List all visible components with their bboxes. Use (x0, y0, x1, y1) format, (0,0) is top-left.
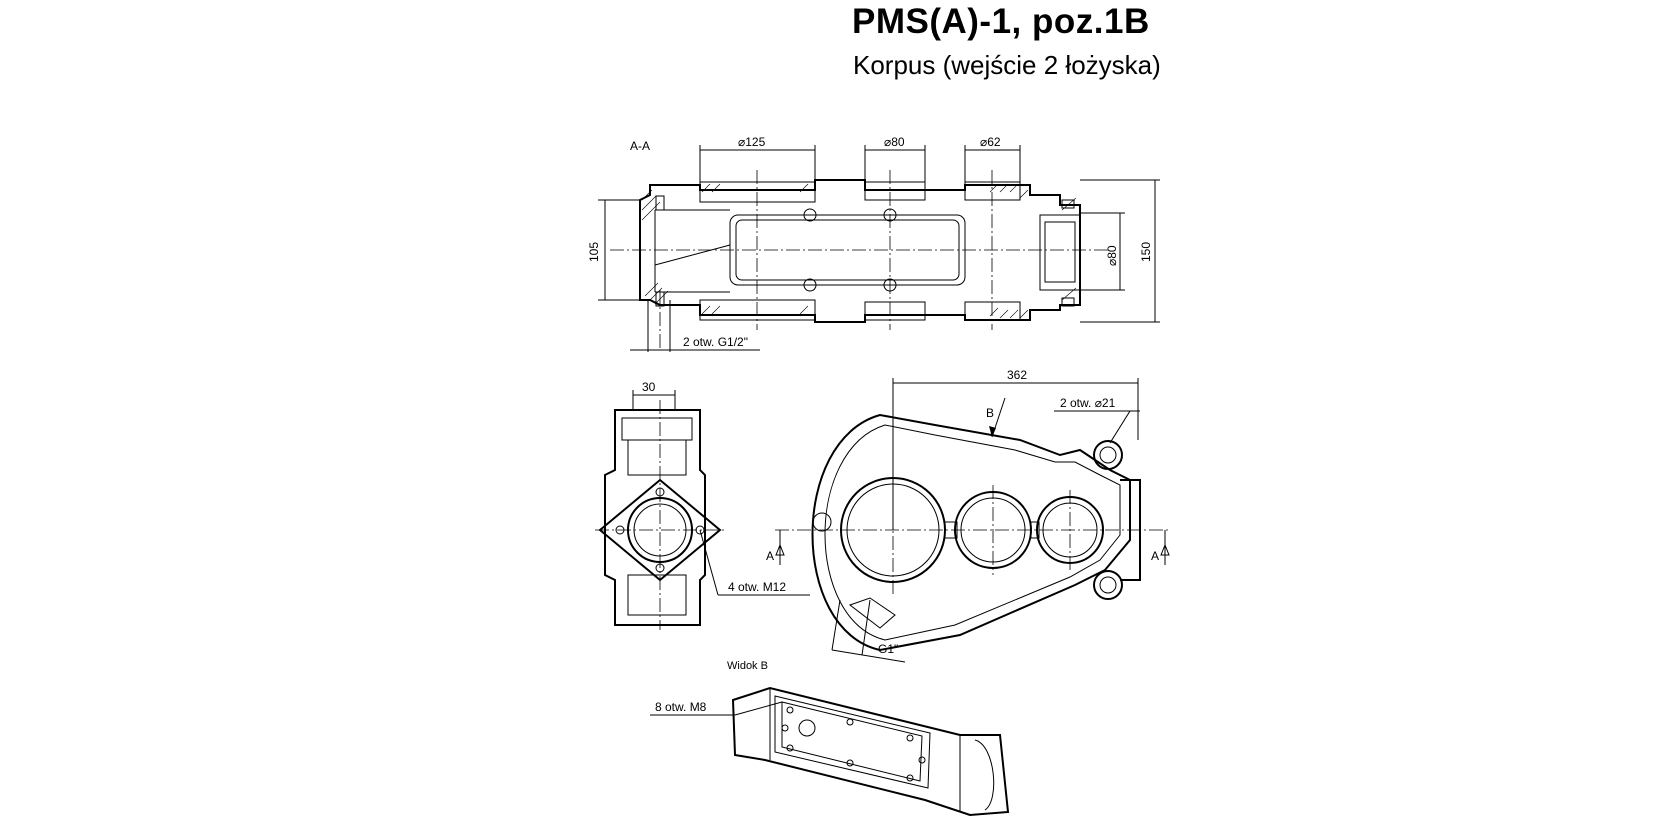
marker-a-right: A (1151, 549, 1159, 563)
marker-a-left: A (766, 549, 774, 563)
note-holes-d21: 2 otw. ⌀21 (1060, 396, 1116, 410)
drawing-title: PMS(A)-1, poz.1B (852, 2, 1150, 41)
note-holes-m12: 4 otw. M12 (728, 580, 786, 594)
dim-105: 105 (587, 242, 601, 262)
section-a-a-view: A-A (587, 135, 1160, 352)
end-view: 30 4 otw. M12 (595, 380, 810, 630)
marker-b: B (986, 406, 994, 420)
section-label: A-A (630, 139, 650, 153)
note-holes-g12: 2 otw. G1/2" (683, 335, 748, 349)
dim-362: 362 (1007, 368, 1027, 382)
dim-d62: ⌀62 (980, 135, 1001, 149)
front-view: 362 A A B (766, 368, 1170, 663)
view-b-label: Widok B (727, 660, 768, 672)
dim-d80-side: ⌀80 (1105, 245, 1119, 266)
dim-d125: ⌀125 (738, 135, 766, 149)
view-b: Widok B 8 otw. M8 (650, 660, 1010, 817)
dim-30: 30 (642, 380, 656, 394)
note-g1: G1" (878, 642, 898, 656)
note-holes-m8: 8 otw. M8 (655, 700, 707, 714)
dim-150: 150 (1139, 242, 1153, 262)
dim-d80-top: ⌀80 (884, 135, 905, 149)
drawing-subtitle: Korpus (wejście 2 łożyska) (853, 50, 1161, 80)
